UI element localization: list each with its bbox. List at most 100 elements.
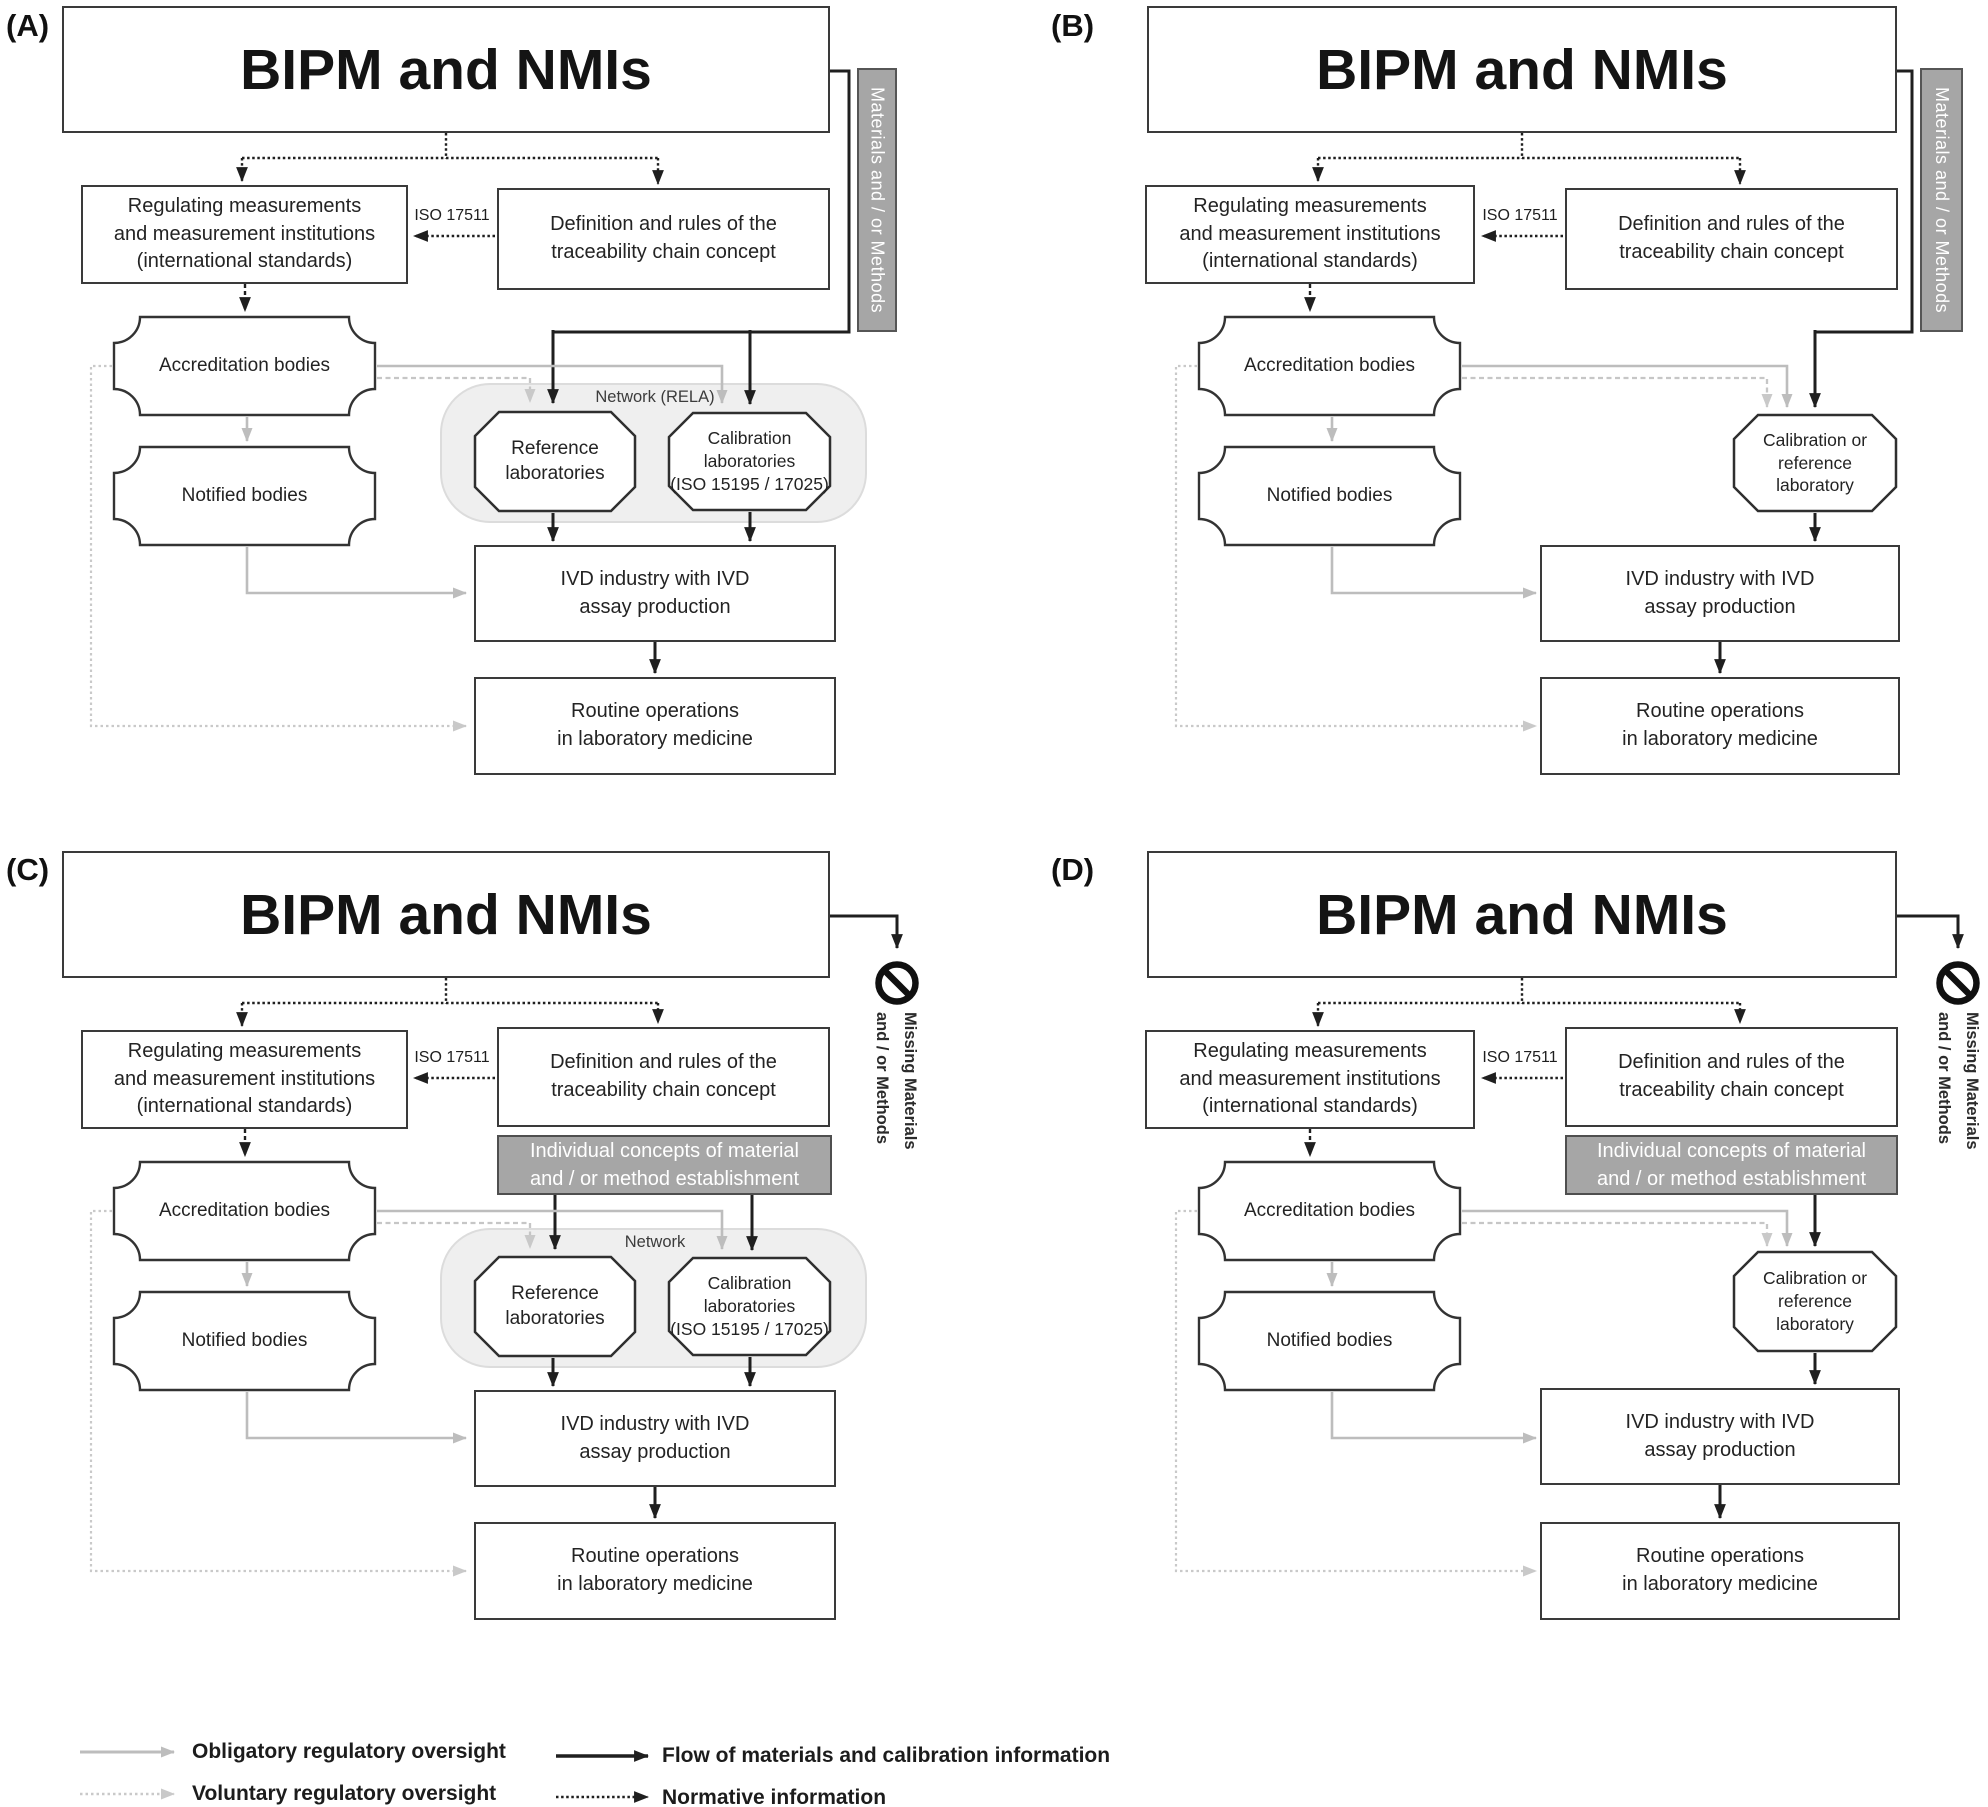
panel-a-calibration-lab-label: Calibration laboratories (ISO 15195 / 17… [670, 428, 829, 494]
panel-d-tag: (D) [1051, 852, 1095, 887]
panel-a-regulating-box: Regulating measurements and measurement … [81, 185, 408, 284]
plaque-shape [112, 1160, 377, 1262]
panel-d-regulating-label: Regulating measurements and measurement … [1179, 1040, 1441, 1118]
panel-a-bipm-label: BIPM and NMIs [240, 37, 652, 102]
panel-a-tag: (A) [6, 8, 50, 43]
panel-a-network-label: Network (RELA) [595, 388, 715, 406]
octagon-shape [667, 1256, 832, 1357]
prohibition-icon [874, 960, 920, 1011]
panel-a-ivd-label: IVD industry with IVD assay production [560, 567, 750, 618]
panel-a-ivd-box: IVD industry with IVD assay production [474, 545, 836, 642]
panel-b-accreditation-plaque: Accreditation bodies [1197, 315, 1462, 417]
panel-b-cal-ref-lab-label: Calibration or reference laboratory [1762, 429, 1868, 496]
octagon-shape [667, 411, 832, 512]
panel-b-notified-plaque: Notified bodies [1197, 445, 1462, 547]
plaque-shape [1197, 315, 1462, 417]
panel-a-calibration-lab-octagon: Calibration laboratories (ISO 15195 / 17… [667, 411, 832, 512]
panel-b-ivd-label: IVD industry with IVD assay production [1625, 567, 1815, 618]
panel-c-individual-concepts-label: Individual concepts of material and / or… [529, 1140, 800, 1190]
plaque-shape [112, 445, 377, 547]
panel-c-accreditation-label: Accreditation bodies [158, 1199, 331, 1221]
plaque-shape [1197, 1290, 1462, 1392]
panel-c-reference-lab-octagon: Reference laboratories [473, 1255, 637, 1358]
panel-a-reference-lab-octagon: Reference laboratories [473, 410, 637, 513]
panel-c-definition-box: Definition and rules of the traceability… [497, 1027, 830, 1127]
panel-b-cal-ref-lab-octagon: Calibration or reference laboratory [1732, 413, 1898, 513]
panel-d-ivd-label: IVD industry with IVD assay production [1625, 1410, 1815, 1461]
legend-flow-label: Flow of materials and calibration inform… [662, 1744, 1111, 1767]
panel-c-ivd-label: IVD industry with IVD assay production [560, 1412, 750, 1463]
connectors-panel-b [1174, 69, 1914, 732]
panel-a-routine-box: Routine operations in laboratory medicin… [474, 677, 836, 775]
panel-c-iso-label: ISO 17511 [414, 1049, 490, 1066]
panel-d-missing-label: Missing Materials and / or Methods [1934, 1012, 1981, 1150]
octagon-shape [1732, 1250, 1898, 1353]
panel-a-reference-lab-label: Reference laboratories [505, 437, 605, 484]
panel-d-bipm-label: BIPM and NMIs [1316, 882, 1728, 947]
panel-c-reference-lab-label: Reference laboratories [505, 1282, 605, 1329]
panel-d-notified-label: Notified bodies [1266, 1329, 1393, 1351]
prohibition-icon [1935, 960, 1981, 1011]
connectors-panel-d [1174, 914, 1964, 1577]
panel-b-routine-label: Routine operations in laboratory medicin… [1622, 700, 1818, 750]
panel-b-accreditation-label: Accreditation bodies [1243, 354, 1416, 376]
panel-b-regulating-label: Regulating measurements and measurement … [1179, 195, 1441, 273]
legend-normative-label: Normative information [662, 1786, 887, 1807]
panel-c-individual-concepts-box: Individual concepts of material and / or… [497, 1135, 832, 1195]
legend-voluntary-label: Voluntary regulatory oversight [192, 1782, 497, 1805]
panel-d-accreditation-plaque: Accreditation bodies [1197, 1160, 1462, 1262]
octagon-shape [473, 1255, 637, 1358]
panel-d-definition-label: Definition and rules of the traceability… [1618, 1051, 1845, 1101]
panel-b-routine-box: Routine operations in laboratory medicin… [1540, 677, 1900, 775]
panel-d-notified-plaque: Notified bodies [1197, 1290, 1462, 1392]
legend-arrows [80, 1746, 650, 1803]
panel-d-cal-ref-lab-octagon: Calibration or reference laboratory [1732, 1250, 1898, 1353]
panel-c-notified-plaque: Notified bodies [112, 1290, 377, 1392]
connectors-panel-c [89, 914, 903, 1577]
panel-c-missing-label: Missing Materials and / or Methods [872, 1012, 919, 1150]
panel-d-routine-label: Routine operations in laboratory medicin… [1622, 1545, 1818, 1595]
panel-d-definition-box: Definition and rules of the traceability… [1565, 1027, 1898, 1127]
panel-c-network-label: Network [624, 1233, 686, 1251]
plaque-shape [112, 1290, 377, 1392]
legend-obligatory-label: Obligatory regulatory oversight [192, 1740, 506, 1763]
panel-b-iso-label: ISO 17511 [1482, 207, 1558, 224]
panel-b-materials-bar-label: Materials and / or Methods [1932, 86, 1952, 314]
panel-b-notified-label: Notified bodies [1266, 484, 1393, 506]
panel-d-regulating-box: Regulating measurements and measurement … [1145, 1030, 1475, 1129]
panel-b-materials-bar: Materials and / or Methods [1920, 68, 1963, 332]
panel-d-routine-box: Routine operations in laboratory medicin… [1540, 1522, 1900, 1620]
panel-c-routine-label: Routine operations in laboratory medicin… [557, 1545, 753, 1595]
panel-c-regulating-box: Regulating measurements and measurement … [81, 1030, 408, 1129]
panel-d-iso-label: ISO 17511 [1482, 1049, 1558, 1066]
panel-a-notified-label: Notified bodies [181, 484, 308, 506]
panel-c-accreditation-plaque: Accreditation bodies [112, 1160, 377, 1262]
panel-b-regulating-box: Regulating measurements and measurement … [1145, 185, 1475, 284]
octagon-shape [473, 410, 637, 513]
plaque-shape [112, 315, 377, 417]
panel-a-definition-box: Definition and rules of the traceability… [497, 188, 830, 290]
panel-c-ivd-box: IVD industry with IVD assay production [474, 1390, 836, 1487]
panel-a-materials-bar-label: Materials and / or Methods [867, 86, 888, 314]
panel-b-bipm-label: BIPM and NMIs [1316, 37, 1728, 102]
panel-a-accreditation-label: Accreditation bodies [158, 354, 331, 376]
panel-d-individual-concepts-box: Individual concepts of material and / or… [1565, 1135, 1898, 1195]
connectors-panel-a [89, 69, 851, 732]
panel-b-definition-label: Definition and rules of the traceability… [1618, 213, 1845, 263]
panel-a-accreditation-plaque: Accreditation bodies [112, 315, 377, 417]
panel-c-regulating-label: Regulating measurements and measurement … [113, 1040, 376, 1118]
panel-a-definition-label: Definition and rules of the traceability… [550, 213, 777, 263]
panel-d-cal-ref-lab-label: Calibration or reference laboratory [1762, 1268, 1868, 1334]
panel-b-bipm-box: BIPM and NMIs [1147, 6, 1897, 133]
plaque-shape [1197, 445, 1462, 547]
panel-c-bipm-label: BIPM and NMIs [240, 882, 652, 947]
plaque-shape [1197, 1160, 1462, 1262]
panel-d-accreditation-label: Accreditation bodies [1243, 1199, 1416, 1221]
panel-c-calibration-lab-octagon: Calibration laboratories (ISO 15195 / 17… [667, 1256, 832, 1357]
panel-a-routine-label: Routine operations in laboratory medicin… [557, 700, 753, 750]
octagon-shape [1732, 413, 1898, 513]
panel-c-bipm-box: BIPM and NMIs [62, 851, 830, 978]
panel-c-notified-label: Notified bodies [181, 1329, 308, 1351]
